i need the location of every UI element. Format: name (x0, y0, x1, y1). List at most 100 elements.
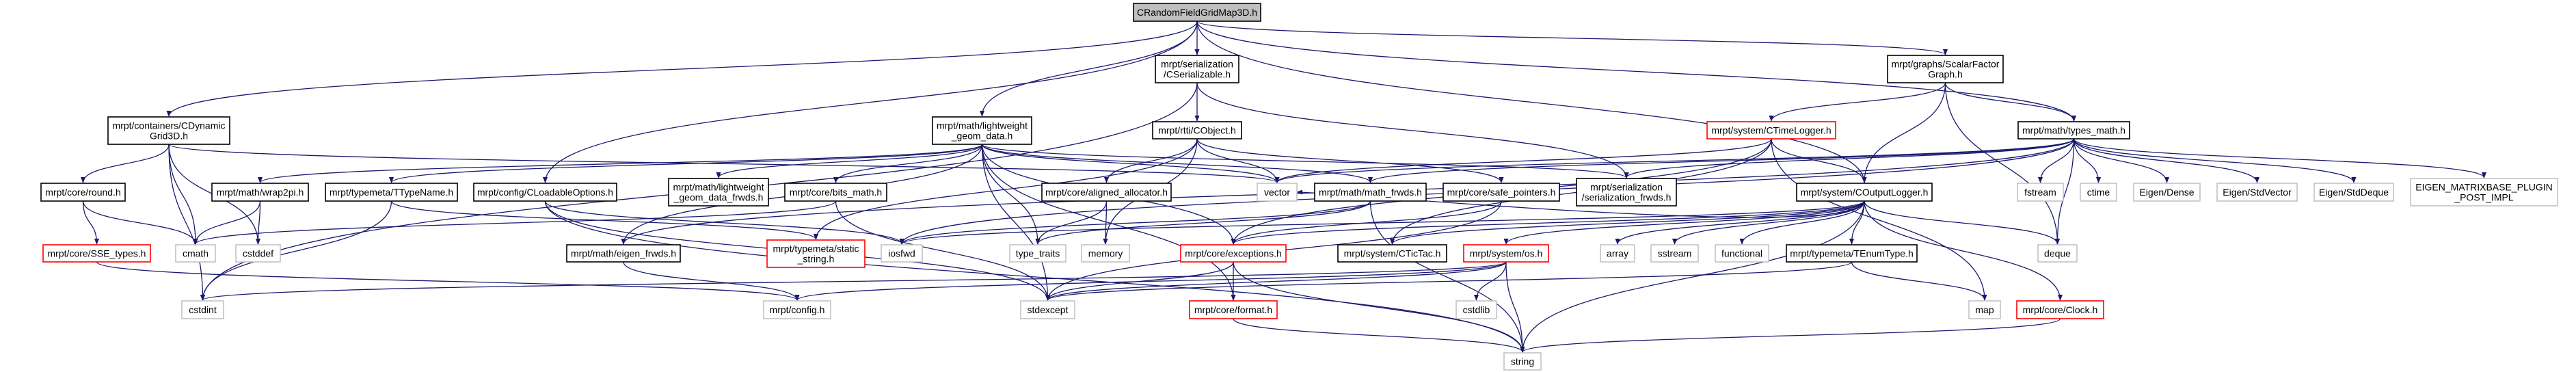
node-box[interactable] (2017, 121, 2130, 140)
node-box[interactable] (2216, 183, 2298, 202)
node-box[interactable] (1041, 183, 1172, 202)
node-box[interactable] (1081, 244, 1130, 263)
node-sstream[interactable]: sstream (1650, 244, 1699, 263)
node-box[interactable] (1189, 300, 1278, 319)
node-root[interactable]: CRandomFieldGridMap3D.h (1133, 3, 1261, 22)
node-sse[interactable]: mrpt/core/SSE_types.h (42, 244, 151, 263)
node-cout[interactable]: mrpt/system/COutputLogger.h (1796, 183, 1933, 202)
node-tenum[interactable]: mrpt/typemeta/TEnumType.h (1786, 244, 1918, 263)
node-config[interactable]: mrpt/config.h (763, 300, 831, 319)
node-box[interactable] (325, 183, 458, 202)
node-box[interactable] (1715, 244, 1769, 263)
node-lgd[interactable]: mrpt/math/lightweight_geom_data.h (932, 116, 1032, 145)
node-box[interactable] (2037, 244, 2078, 263)
node-round[interactable]: mrpt/core/round.h (40, 183, 126, 202)
node-iosfwd[interactable]: iosfwd (881, 244, 923, 263)
node-box[interactable] (1706, 121, 1836, 140)
node-stdexcept[interactable]: stdexcept (1020, 300, 1075, 319)
node-box[interactable] (1152, 121, 1242, 140)
node-mfrwds[interactable]: mrpt/math/math_frwds.h (1314, 183, 1427, 202)
node-box[interactable] (1337, 244, 1447, 263)
node-box[interactable] (2017, 183, 2064, 202)
node-box[interactable] (763, 300, 831, 319)
node-box[interactable] (473, 183, 617, 202)
node-box[interactable] (1133, 3, 1261, 22)
node-box[interactable] (2133, 183, 2201, 202)
node-box[interactable] (2080, 183, 2117, 202)
node-box[interactable] (566, 244, 681, 263)
node-box[interactable] (235, 244, 281, 263)
node-box[interactable] (1314, 183, 1427, 202)
node-box[interactable] (42, 244, 151, 263)
node-cmath[interactable]: cmath (175, 244, 216, 263)
node-safep[interactable]: mrpt/core/safe_pointers.h (1443, 183, 1560, 202)
node-box[interactable] (784, 183, 887, 202)
node-fstream[interactable]: fstream (2017, 183, 2064, 202)
node-ctime[interactable]: ctime (2080, 183, 2117, 202)
node-vector[interactable]: vector (1257, 183, 1298, 202)
node-clock[interactable]: mrpt/core/Clock.h (2016, 300, 2104, 319)
node-box[interactable] (1968, 300, 2001, 319)
node-string[interactable]: string (1503, 352, 1542, 371)
node-lgdf[interactable]: mrpt/math/lightweight_geom_data_frwds.h (668, 178, 769, 207)
node-box[interactable] (175, 244, 216, 263)
node-format[interactable]: mrpt/core/format.h (1189, 300, 1278, 319)
node-edense[interactable]: Eigen/Dense (2133, 183, 2201, 202)
node-cser[interactable]: mrpt/serialization/CSerializable.h (1155, 55, 1239, 83)
node-bits[interactable]: mrpt/core/bits_math.h (784, 183, 887, 202)
node-box[interactable] (1650, 244, 1699, 263)
node-box[interactable] (1600, 244, 1635, 263)
node-map[interactable]: map (1968, 300, 2001, 319)
node-cobj[interactable]: mrpt/rtti/CObject.h (1152, 121, 1242, 140)
node-box[interactable] (668, 178, 769, 207)
node-estdvec[interactable]: Eigen/StdVector (2216, 183, 2298, 202)
node-cstdint[interactable]: cstdint (181, 300, 224, 319)
node-box[interactable] (766, 239, 866, 268)
node-box[interactable] (1786, 244, 1918, 263)
node-box[interactable] (1443, 183, 1560, 202)
node-ctl[interactable]: mrpt/system/CTimeLogger.h (1706, 121, 1836, 140)
node-sstr[interactable]: mrpt/typemeta/static_string.h (766, 239, 866, 268)
node-align[interactable]: mrpt/core/aligned_allocator.h (1041, 183, 1172, 202)
node-tictac[interactable]: mrpt/system/CTicTac.h (1337, 244, 1447, 263)
node-box[interactable] (1155, 55, 1239, 83)
node-box[interactable] (1887, 55, 2004, 83)
node-array[interactable]: array (1600, 244, 1635, 263)
node-box[interactable] (211, 183, 309, 202)
node-box[interactable] (1180, 244, 1287, 263)
node-estddeq[interactable]: Eigen/StdDeque (2313, 183, 2394, 202)
node-box[interactable] (107, 116, 230, 145)
node-cload[interactable]: mrpt/config/CLoadableOptions.h (473, 183, 617, 202)
node-ttraits[interactable]: type_traits (1009, 244, 1066, 263)
node-os[interactable]: mrpt/system/os.h (1463, 244, 1549, 263)
node-box[interactable] (40, 183, 126, 202)
node-box[interactable] (1020, 300, 1075, 319)
node-box[interactable] (1257, 183, 1298, 202)
node-ttype[interactable]: mrpt/typemeta/TTypeName.h (325, 183, 458, 202)
node-box[interactable] (1009, 244, 1066, 263)
node-box[interactable] (881, 244, 923, 263)
node-cstdlib[interactable]: cstdlib (1455, 300, 1497, 319)
node-box[interactable] (1463, 244, 1549, 263)
node-serfr[interactable]: mrpt/serialization/serialization_frwds.h (1576, 178, 1677, 207)
node-box[interactable] (2410, 178, 2558, 207)
node-wrap2pi[interactable]: mrpt/math/wrap2pi.h (211, 183, 309, 202)
node-cstddef[interactable]: cstddef (235, 244, 281, 263)
node-eigfr[interactable]: mrpt/math/eigen_frwds.h (566, 244, 681, 263)
node-memory[interactable]: memory (1081, 244, 1130, 263)
node-box[interactable] (932, 116, 1032, 145)
node-box[interactable] (2016, 300, 2104, 319)
node-box[interactable] (1796, 183, 1933, 202)
node-tmath[interactable]: mrpt/math/types_math.h (2017, 121, 2130, 140)
node-box[interactable] (1576, 178, 1677, 207)
node-box[interactable] (1503, 352, 1542, 371)
node-exc[interactable]: mrpt/core/exceptions.h (1180, 244, 1287, 263)
node-box[interactable] (1455, 300, 1497, 319)
node-box[interactable] (2313, 183, 2394, 202)
node-emb[interactable]: EIGEN_MATRIXBASE_PLUGIN_POST_IMPL (2410, 178, 2558, 207)
node-box[interactable] (181, 300, 224, 319)
node-deque[interactable]: deque (2037, 244, 2078, 263)
node-functional[interactable]: functional (1715, 244, 1769, 263)
